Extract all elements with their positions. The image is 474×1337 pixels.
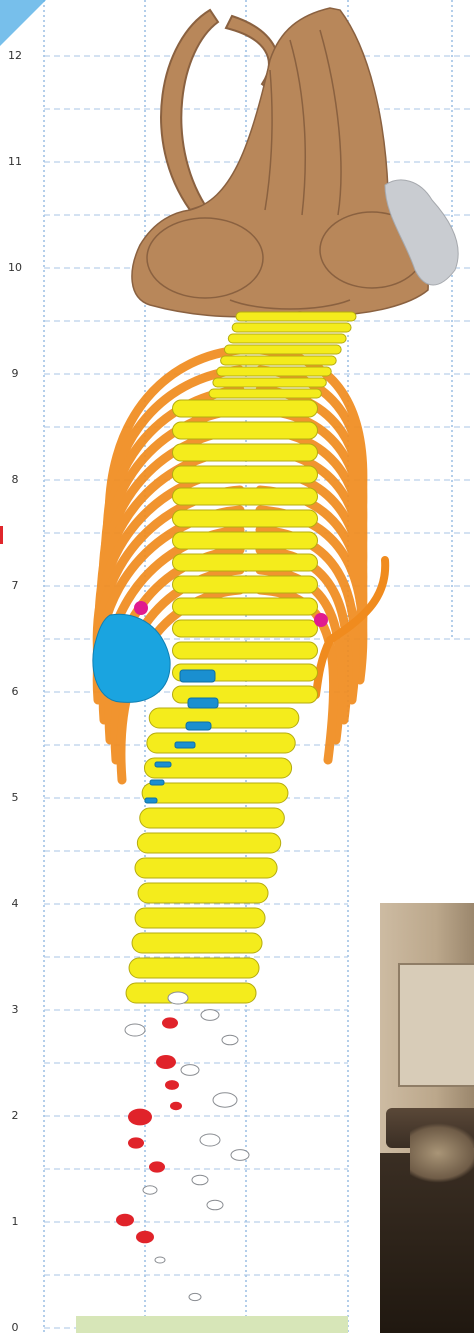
vertebra [137,833,280,853]
missing-fragment [155,1257,165,1263]
y-tick-5: 5 [4,791,26,804]
photo-skeleton [410,1123,474,1183]
y-tick-6: 6 [4,685,26,698]
vertebra [217,367,332,376]
missing-fragment [192,1175,208,1185]
vertebra [142,783,288,803]
edge-marker [0,526,3,544]
vertebra [173,444,318,461]
vertebra [173,554,318,571]
museum-photo-inset [380,903,474,1333]
missing-fragment [213,1093,237,1107]
tail-fragment [128,1137,144,1148]
vertebra [144,758,291,778]
vertebra [173,598,318,615]
vertebra [132,933,262,953]
y-tick-7: 7 [4,579,26,592]
vertebra [149,708,299,728]
y-tick-8: 8 [4,473,26,486]
y-tick-0: 0 [4,1321,26,1334]
vertebra [135,858,277,878]
missing-fragment [231,1150,249,1161]
photo-frame [398,963,474,1087]
tail-fragment [149,1161,165,1172]
y-tick-1: 1 [4,1215,26,1228]
missing-fragment [207,1200,223,1210]
vertebra [173,488,318,505]
tail-fragment [116,1214,134,1227]
vertebra [126,983,256,1003]
vertebra [173,620,318,637]
vertebra [135,908,265,928]
vertebra [147,733,295,753]
vertebra [138,883,268,903]
y-tick-11: 11 [4,155,26,168]
tail-fragment [156,1055,176,1069]
y-tick-10: 10 [4,261,26,274]
vertebra [140,808,285,828]
vertebra [224,345,341,354]
vertebra [228,334,346,343]
vertebra [129,958,259,978]
y-tick-3: 3 [4,1003,26,1016]
vertebra [221,356,337,365]
missing-fragment [189,1293,201,1300]
vertebra [213,378,326,387]
missing-fragment [168,992,188,1004]
pelvis-right [314,613,328,627]
missing-fragment [222,1035,238,1045]
vertebra [236,312,356,321]
missing-fragment [201,1010,219,1021]
tail-fragments [116,992,249,1301]
vertebra [173,532,318,549]
vertebra [173,576,318,593]
tail-fragment [136,1231,154,1244]
vertebra [173,510,318,527]
y-tick-9: 9 [4,367,26,380]
y-tick-4: 4 [4,897,26,910]
tail-fragment [128,1109,152,1126]
tail-fragment [170,1102,182,1110]
tail-fragment [165,1080,179,1090]
vertebra [173,400,318,417]
missing-fragment [143,1186,157,1194]
missing-fragment [200,1134,220,1146]
missing-fragment [125,1024,145,1036]
missing-fragment [181,1065,199,1076]
tail-fragment [162,1017,178,1028]
label-bar [76,1316,348,1333]
vertebra [232,323,351,332]
vertebra [173,642,318,659]
pelvis-left [134,601,148,615]
corner-accent [0,0,46,46]
vertebra [173,422,318,439]
y-tick-12: 12 [4,49,26,62]
vertebra [209,389,321,398]
vertebra [173,466,318,483]
y-tick-2: 2 [4,1109,26,1122]
